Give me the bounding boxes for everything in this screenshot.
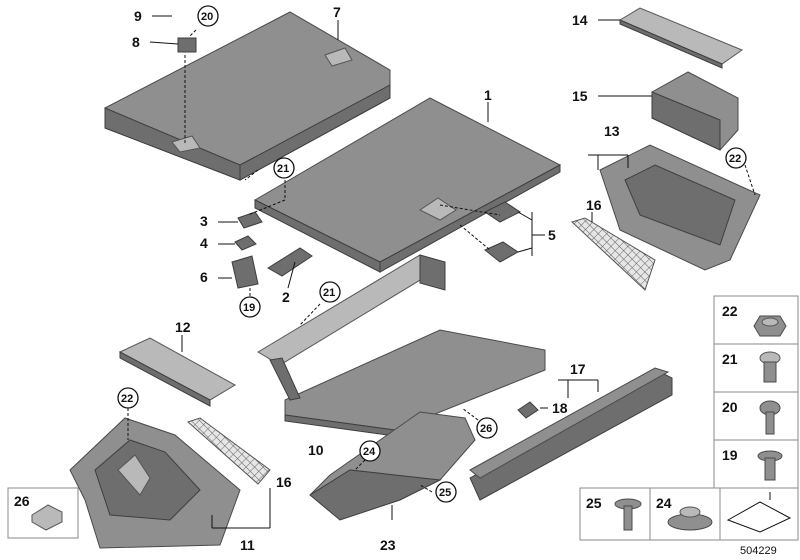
floor-panel-upper bbox=[104, 11, 391, 181]
storage-compartment-right bbox=[599, 144, 761, 271]
callout-8: 8 bbox=[132, 34, 140, 50]
circled-21-upper: 21 bbox=[277, 163, 289, 175]
callout-23: 23 bbox=[380, 537, 396, 553]
callout-9: 9 bbox=[134, 8, 142, 24]
callout-2: 2 bbox=[282, 289, 290, 305]
legend-26: 26 bbox=[14, 493, 30, 509]
callout-16-right: 16 bbox=[586, 197, 602, 213]
legend-25: 25 bbox=[586, 495, 602, 511]
callout-labels: 1 2 3 4 5 6 7 8 9 10 11 12 13 14 15 16 1… bbox=[132, 4, 620, 553]
callout-17: 17 bbox=[570, 361, 586, 377]
circled-22-right: 22 bbox=[729, 153, 741, 165]
clip-26-box bbox=[7, 487, 79, 539]
callout-7: 7 bbox=[333, 4, 341, 20]
callout-5: 5 bbox=[548, 227, 556, 243]
legend-21: 21 bbox=[722, 351, 738, 367]
storage-compartment-left bbox=[69, 417, 241, 549]
callout-10: 10 bbox=[308, 442, 324, 458]
net-left bbox=[187, 417, 271, 485]
callout-15: 15 bbox=[572, 88, 588, 104]
circled-21-lower: 21 bbox=[323, 287, 335, 299]
callout-6: 6 bbox=[200, 269, 208, 285]
circled-22-left: 22 bbox=[121, 393, 133, 405]
storage-insert bbox=[651, 71, 739, 151]
circled-19: 19 bbox=[243, 302, 255, 314]
legend-19: 19 bbox=[722, 447, 738, 463]
circled-25: 25 bbox=[439, 487, 451, 499]
callout-18: 18 bbox=[552, 400, 568, 416]
bracket-parts bbox=[231, 211, 313, 289]
side-cover bbox=[118, 337, 237, 407]
legend-20: 20 bbox=[722, 399, 738, 415]
clip-18 bbox=[517, 401, 539, 419]
legend-labels: 22 21 20 19 25 24 26 bbox=[14, 303, 738, 511]
callout-14: 14 bbox=[572, 12, 588, 28]
circled-26: 26 bbox=[480, 423, 492, 435]
legend-22: 22 bbox=[722, 303, 738, 319]
callout-13: 13 bbox=[604, 123, 620, 139]
dashed-guides bbox=[127, 29, 756, 493]
lower-bracket bbox=[309, 411, 476, 521]
callout-16-left: 16 bbox=[276, 474, 292, 490]
trunk-floor-tray bbox=[257, 254, 546, 437]
clip-parts-5 bbox=[484, 201, 521, 263]
callout-12: 12 bbox=[175, 319, 191, 335]
loading-sill-trim bbox=[469, 367, 673, 501]
floor-panel-main bbox=[253, 97, 562, 273]
circled-callouts: 20 21 21 19 22 22 24 25 26 bbox=[117, 5, 747, 503]
callout-4: 4 bbox=[200, 235, 208, 251]
storage-lid bbox=[618, 7, 744, 69]
circled-20: 20 bbox=[201, 11, 213, 23]
net-right bbox=[571, 217, 656, 291]
circled-24: 24 bbox=[363, 446, 376, 458]
leader-lines bbox=[149, 15, 652, 529]
reference-number: 504229 bbox=[740, 545, 777, 557]
legend-24: 24 bbox=[656, 495, 672, 511]
callout-3: 3 bbox=[200, 213, 208, 229]
callout-1: 1 bbox=[484, 87, 492, 103]
callout-11: 11 bbox=[240, 537, 255, 553]
fastener-legend bbox=[579, 295, 799, 541]
